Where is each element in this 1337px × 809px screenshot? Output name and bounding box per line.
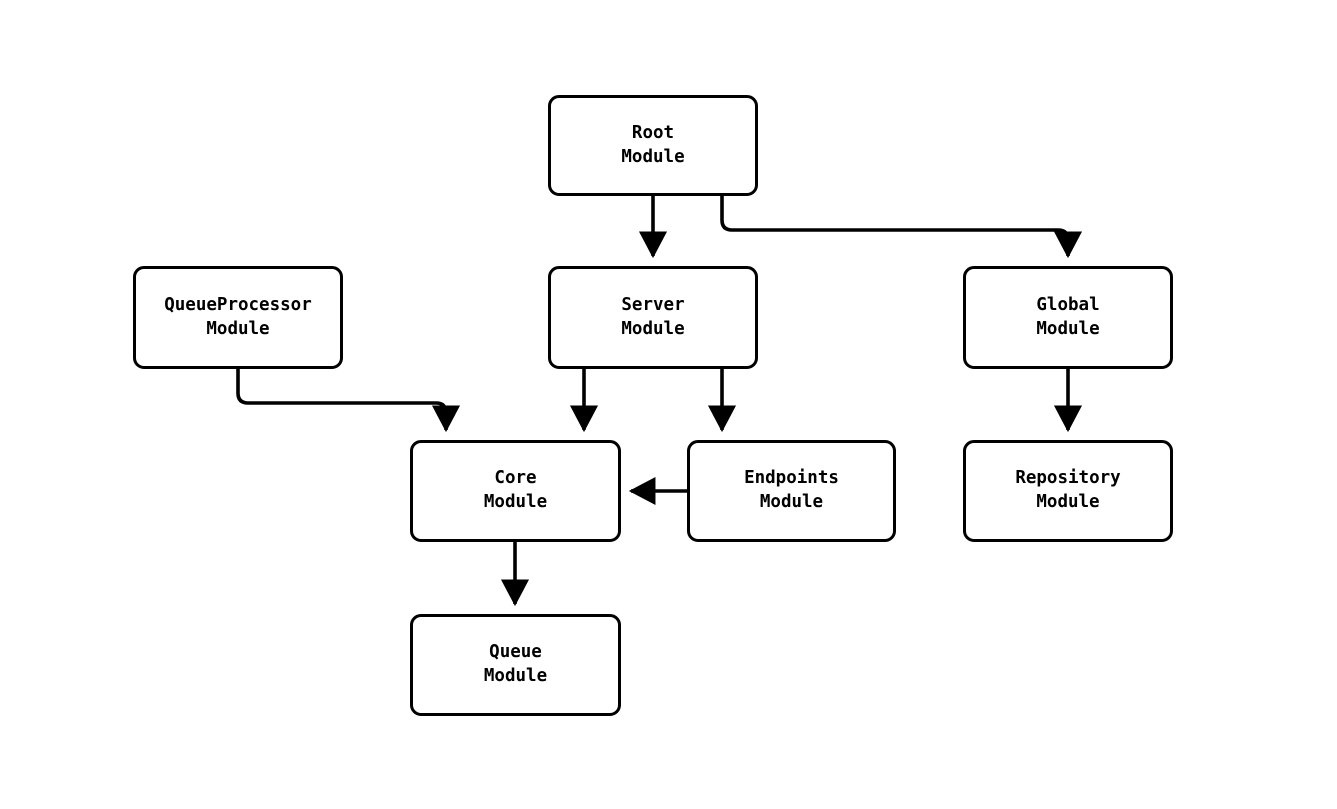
- node-label-global: Global Module: [1036, 294, 1100, 339]
- node-root[interactable]: Root Module: [548, 95, 758, 196]
- node-global[interactable]: Global Module: [963, 266, 1173, 369]
- node-label-server: Server Module: [621, 294, 685, 339]
- node-label-repository: Repository Module: [1015, 468, 1121, 512]
- node-label-queueprocessor: QueueProcessor Module: [164, 294, 312, 339]
- node-core[interactable]: Core Module: [410, 440, 621, 542]
- node-label-core: Core Module: [483, 468, 548, 512]
- edge-queueprocessor-core: [236, 369, 461, 433]
- node-repository[interactable]: Repository Module: [963, 440, 1173, 542]
- edge-root-global: [720, 196, 1083, 259]
- node-endpoints[interactable]: Endpoints Module: [687, 440, 896, 542]
- node-label-root: Root Module: [621, 122, 685, 167]
- node-label-queue: Queue Module: [483, 642, 548, 686]
- node-queueprocessor[interactable]: QueueProcessor Module: [133, 266, 343, 369]
- node-queue[interactable]: Queue Module: [410, 614, 621, 716]
- node-label-endpoints: Endpoints Module: [744, 468, 839, 512]
- node-server[interactable]: Server Module: [548, 266, 758, 369]
